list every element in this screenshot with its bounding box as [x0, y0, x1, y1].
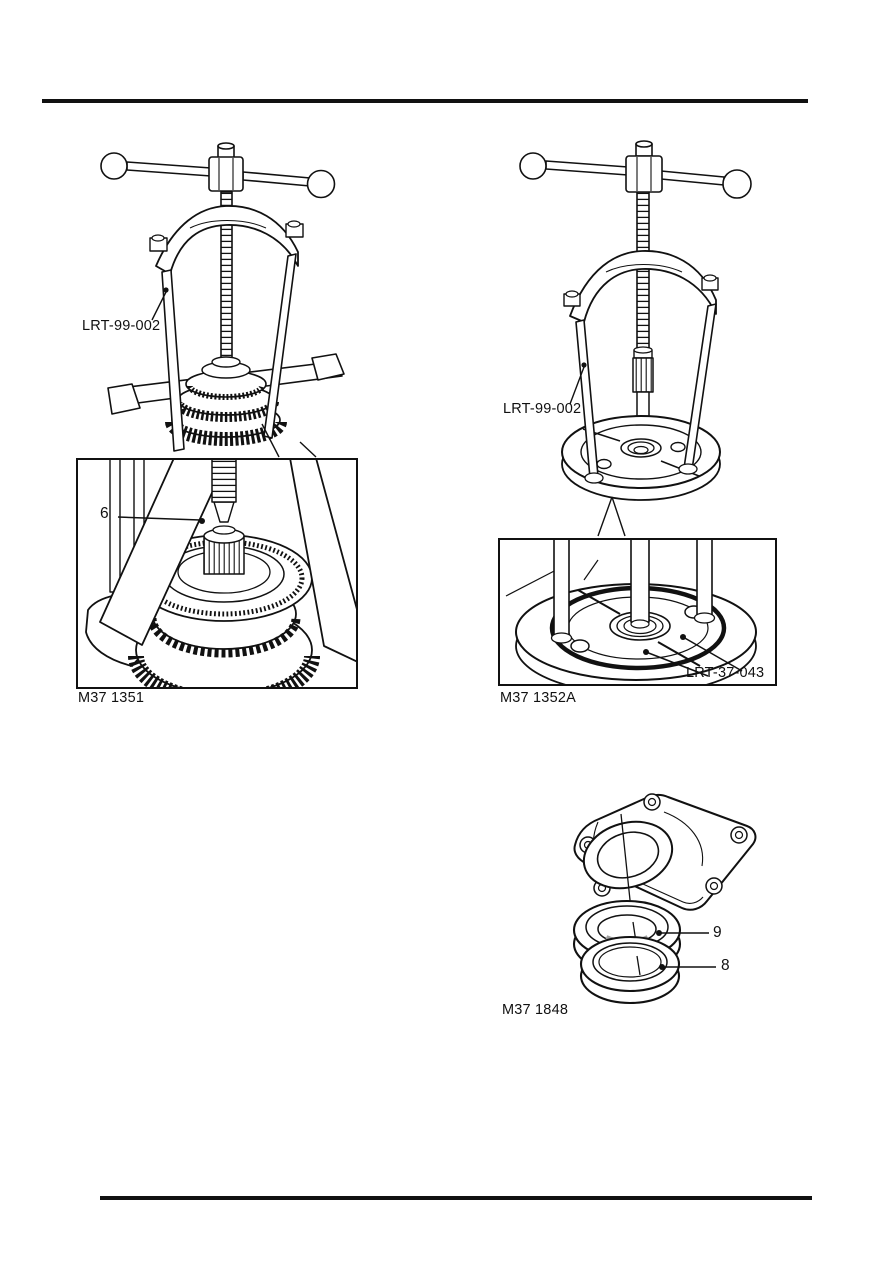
fig2-inset-legs — [552, 540, 715, 643]
fig1-gear-cluster — [172, 357, 280, 439]
fig2-yoke-crossbar — [564, 251, 718, 322]
fig3-callout-8-leader — [659, 964, 716, 970]
fig3-cover-body — [575, 794, 756, 910]
fig1-inset-gear-stack — [136, 535, 312, 687]
fig3-callout-9-leader — [656, 930, 709, 936]
fig3-caption: M37 1848 — [502, 1002, 569, 1018]
fig2-inset-label-leaders — [643, 634, 742, 676]
fig1-tool-label: LRT-99-002 — [82, 318, 161, 334]
fig1-inset-illustration — [78, 460, 356, 687]
fig2-tool-label: LRT-99-002 — [503, 401, 582, 417]
fig1-inset-bearing-and-screw — [204, 460, 244, 574]
fig1-t-bar-handle — [101, 143, 335, 198]
fig1-caption: M37 1351 — [78, 690, 145, 706]
fig2-detail-inset-box — [498, 538, 777, 686]
fig1-callout-6-label: 6 — [100, 505, 109, 522]
fig2-label-leader-line — [570, 362, 587, 404]
fig2-inset-hub-and-shaft — [610, 540, 670, 640]
fig3-cover-illustration — [574, 794, 755, 1003]
fig2-press-tool-illustration — [520, 141, 751, 536]
bottom-rule — [100, 1196, 812, 1200]
fig2-inset-illustration — [500, 540, 775, 684]
fig3-seal-collar — [581, 937, 679, 1003]
fig2-threaded-screw — [633, 192, 653, 454]
fig2-inset-tool-label: LRT-37-043 — [686, 665, 765, 681]
fig3-callout-9-label: 9 — [713, 924, 722, 941]
top-rule — [42, 99, 808, 103]
fig3-callout-8-label: 8 — [721, 957, 730, 974]
fig1-inset-pointer-lines — [262, 424, 316, 457]
fig1-yoke-crossbar — [150, 206, 303, 274]
fig1-press-tool-illustration — [101, 143, 344, 457]
fig2-caption: M37 1352A — [500, 690, 576, 706]
fig2-t-bar-handle — [520, 141, 751, 198]
fig1-callout-6-leader — [118, 517, 205, 524]
fig1-label-leader-line — [152, 287, 169, 320]
fig2-legs — [576, 304, 716, 483]
fig1-detail-inset-box — [76, 458, 358, 689]
fig2-inset-pointer-lines — [598, 497, 625, 536]
fig1-legs — [162, 254, 296, 451]
